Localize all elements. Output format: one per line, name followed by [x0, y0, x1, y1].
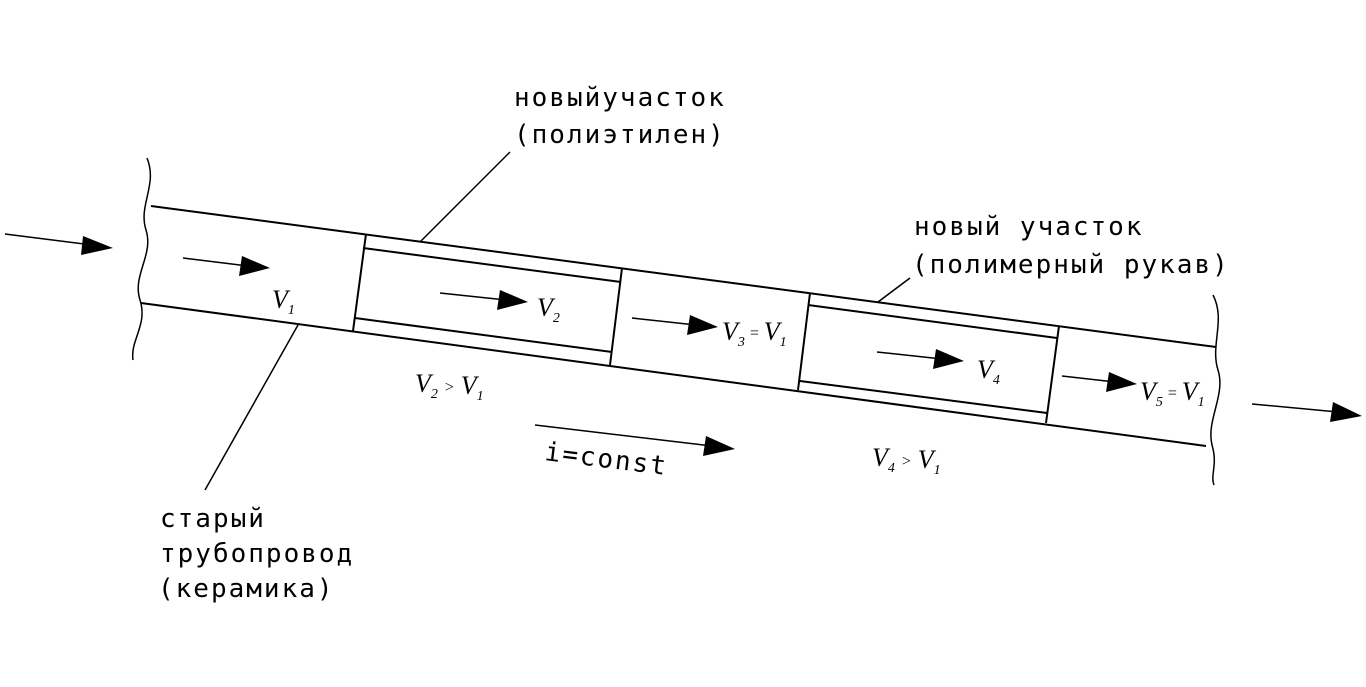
section-boundary-4	[1045, 325, 1060, 424]
inflow-arrow	[4, 233, 113, 255]
section-boundary-3	[797, 292, 811, 391]
flow-arrow-1	[182, 256, 270, 276]
hose-liner-bottom	[799, 380, 1048, 414]
outflow-arrow	[1251, 402, 1362, 422]
right-break-line	[1210, 294, 1221, 486]
v2-label: V2	[537, 293, 560, 326]
left-break-line	[131, 157, 152, 361]
pipe-bottom-wall	[140, 302, 1207, 447]
label-old-pipe-line3: (керамика)	[158, 574, 335, 604]
v2-gt-v1-label: V2>V1	[415, 369, 484, 404]
pe-liner-bottom	[354, 317, 613, 353]
flow-arrow-4	[876, 349, 964, 369]
v3-eq-v1-label: V3=V1	[722, 317, 787, 350]
label-new-section-pe-line2: (полиэтилен)	[514, 120, 726, 150]
section-boundary-1	[352, 233, 367, 332]
flow-arrow-5	[1061, 372, 1137, 392]
pipe-top-wall	[150, 205, 1217, 348]
flow-arrow-2	[439, 290, 528, 310]
slope-arrow	[534, 424, 735, 456]
leader-hose	[877, 277, 911, 303]
hose-liner-top	[807, 304, 1058, 339]
label-new-section-hose-line2: (полимерный рукав)	[912, 250, 1230, 280]
leader-old-pipe	[204, 324, 299, 491]
label-slope: i=const	[543, 437, 669, 482]
label-old-pipe-line1: старый	[160, 504, 266, 534]
label-old-pipe-line2: трубопровод	[160, 539, 354, 569]
label-new-section-hose-line1: новый участок	[914, 212, 1144, 242]
flow-arrow-3	[631, 315, 718, 335]
v5-eq-v1-label: V5=V1	[1140, 377, 1205, 410]
v4-label: V4	[977, 355, 1000, 388]
section-boundary-2	[609, 267, 623, 366]
leader-pe	[419, 151, 511, 243]
v4-gt-v1-label: V4>V1	[872, 443, 941, 478]
label-new-section-pe-line1: новыйучасток	[514, 83, 726, 113]
pe-liner-top	[362, 247, 622, 283]
v1-label: V1	[272, 285, 295, 318]
